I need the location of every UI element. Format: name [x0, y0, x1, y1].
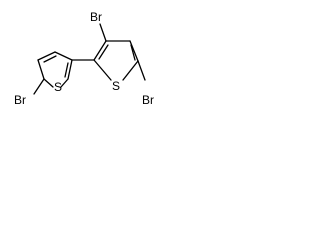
left-thiophene-ring — [37, 51, 73, 88]
bond — [37, 51, 56, 61]
double-bond — [64, 62, 69, 78]
double-bond — [43, 55, 57, 63]
bond — [60, 78, 69, 88]
right-thiophene-ring — [93, 40, 139, 81]
atom-label-br: Br — [90, 10, 102, 24]
bond — [99, 23, 107, 42]
bond — [54, 51, 73, 61]
bond — [137, 60, 146, 81]
atom-label-br: Br — [142, 93, 154, 107]
double-bond — [98, 44, 109, 60]
bond — [129, 40, 139, 62]
bond — [93, 40, 107, 61]
atom-label-s: S — [54, 80, 62, 94]
atom-label-br: Br — [14, 93, 26, 107]
bond — [43, 78, 54, 88]
molecule-structure: Br S Br S Br — [14, 10, 154, 107]
double-bond — [130, 44, 136, 61]
bond — [93, 59, 112, 81]
bond — [37, 59, 45, 80]
bond — [122, 60, 139, 81]
atom-label-s: S — [112, 79, 120, 93]
bond — [67, 59, 73, 80]
bond — [33, 78, 45, 95]
